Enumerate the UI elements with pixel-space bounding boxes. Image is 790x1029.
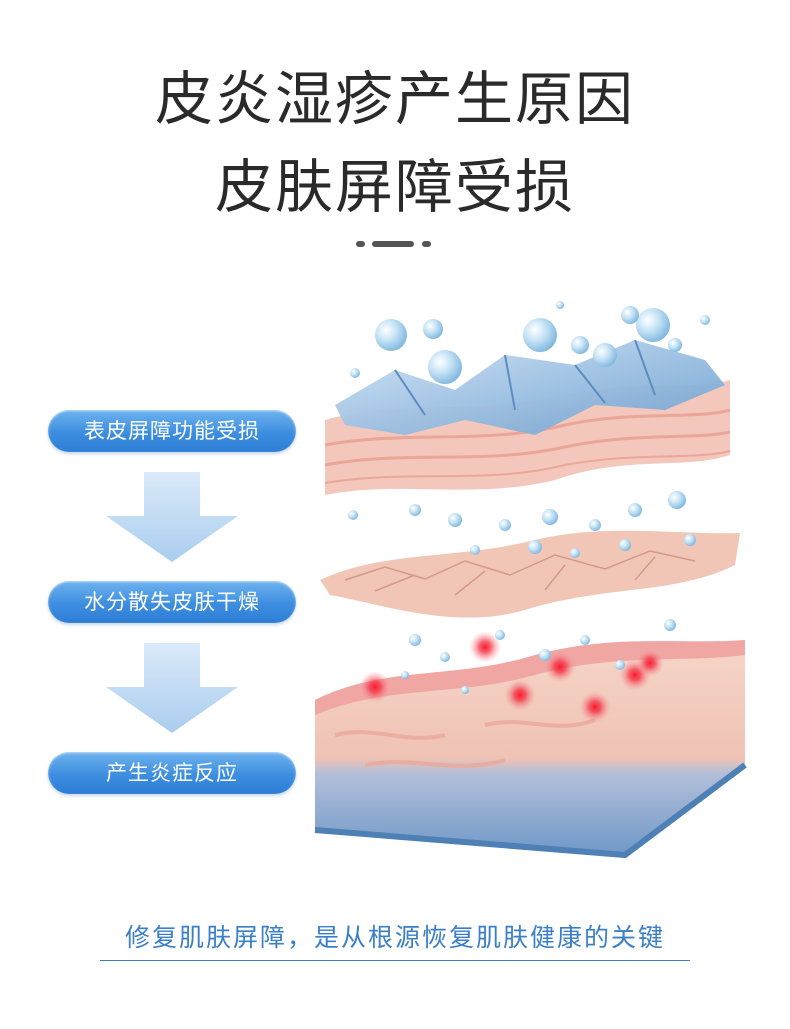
footer-slogan: 修复肌肤屏障，是从根源恢复肌肤健康的关键 — [124, 923, 665, 952]
step-pill-water-loss: 水分散失皮肤干燥 — [48, 581, 296, 623]
page-title-line2: 皮肤屏障受损 — [214, 153, 575, 221]
step-pill-inflammation: 产生炎症反应 — [48, 752, 296, 794]
footer-underline — [100, 960, 690, 961]
skin-layers-illustration — [314, 301, 747, 859]
down-arrow-icon — [106, 643, 238, 733]
page-title-line1: 皮炎湿疹产生原因 — [154, 65, 635, 133]
title-divider-dots — [356, 241, 436, 249]
down-arrow-icon — [106, 472, 238, 562]
step-pill-barrier-damage: 表皮屏障功能受损 — [48, 410, 296, 452]
